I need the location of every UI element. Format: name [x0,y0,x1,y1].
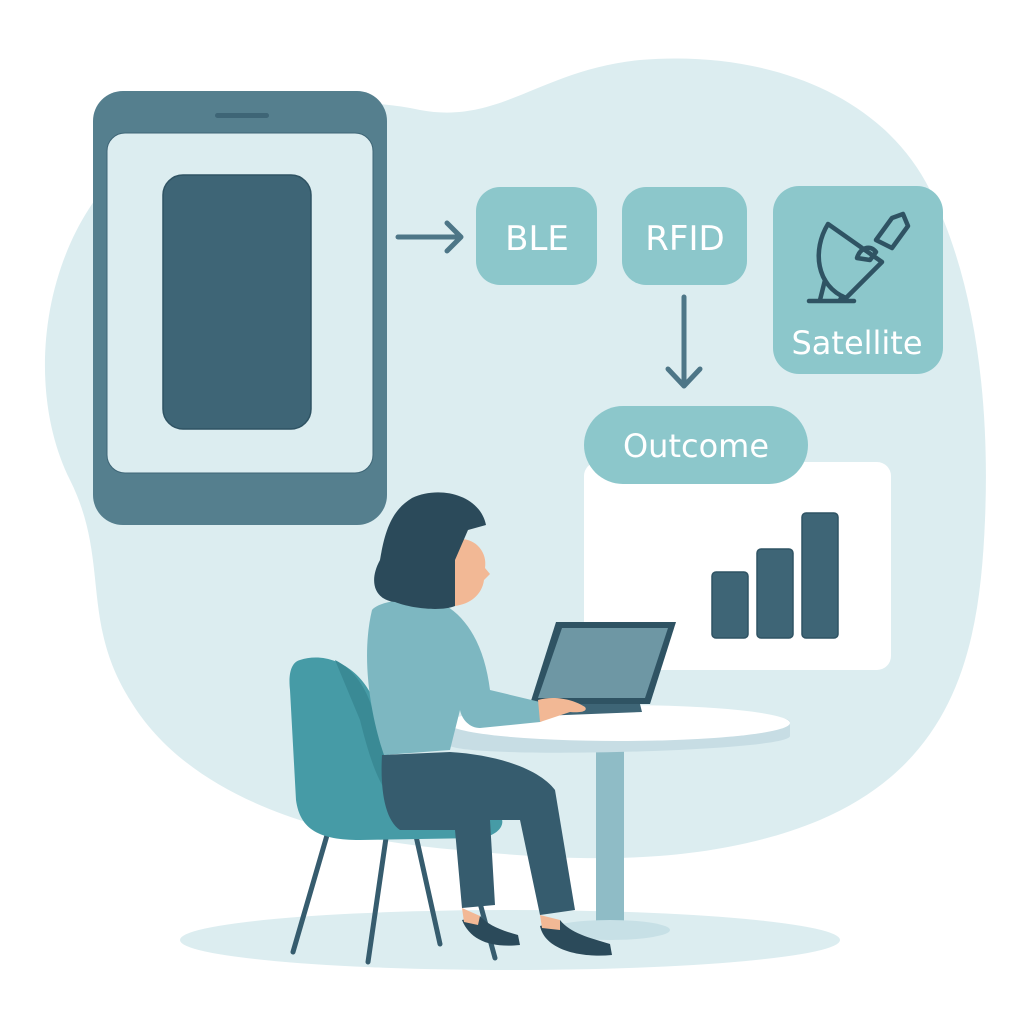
arrow-rfid-to-outcome [665,294,703,389]
node-satellite-label: Satellite [791,324,922,362]
outcome-bar-2 [756,548,794,639]
woman-working [367,492,612,956]
tablet-device [93,91,387,525]
laptop [530,622,676,716]
outcome-bar-1 [711,571,749,639]
satellite-dish-icon [806,211,911,304]
node-outcome-label: Outcome [623,427,769,465]
node-rfid[interactable]: RFID [622,187,747,285]
node-satellite[interactable]: Satellite [773,186,943,374]
outcome-chart-panel [584,462,891,670]
node-ble[interactable]: BLE [476,187,597,285]
node-rfid-label: RFID [645,219,724,259]
outcome-bar-3 [801,512,839,639]
node-outcome[interactable]: Outcome [584,406,808,484]
node-ble-label: BLE [505,219,569,259]
arrow-device-to-ble [395,220,464,254]
